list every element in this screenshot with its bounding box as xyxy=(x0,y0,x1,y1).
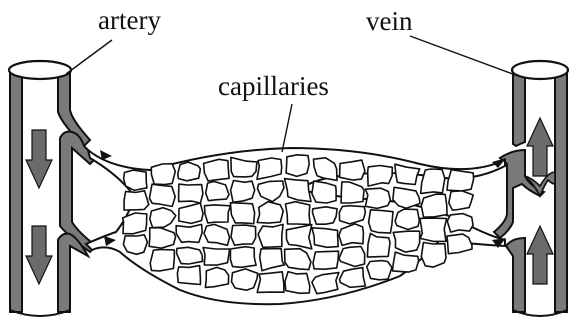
capillary-cell xyxy=(447,214,473,233)
capillary-cell xyxy=(421,194,447,217)
capillary-cell xyxy=(367,261,392,280)
capillary-cell xyxy=(340,268,366,288)
capillary-cell xyxy=(420,218,447,241)
capillary-cell xyxy=(395,209,419,229)
capillary-cell xyxy=(285,272,310,294)
capillaries-label: capillaries xyxy=(218,71,329,101)
vein-leader-line xyxy=(410,36,518,76)
artery-label: artery xyxy=(98,5,161,35)
capillary-cell xyxy=(421,169,445,193)
capillary-cell xyxy=(286,155,309,177)
arrow-down-icon xyxy=(26,130,52,188)
capillary-cell xyxy=(393,187,420,208)
vein-left-wall-lower xyxy=(506,238,525,312)
capillary-cell xyxy=(230,247,256,268)
capillary-cell xyxy=(340,160,365,180)
capillary-cell xyxy=(124,170,147,190)
capillary-cell xyxy=(367,233,390,257)
capillary-cell xyxy=(369,210,393,233)
capillary-cell xyxy=(230,203,254,224)
capillary-cell xyxy=(123,235,147,255)
capillary-cell xyxy=(150,250,174,271)
capillary-cell xyxy=(449,191,473,210)
artery-leader-line xyxy=(66,40,112,74)
capillary-cell xyxy=(258,224,283,247)
arrow-down-icon xyxy=(26,226,52,284)
capillary-cell xyxy=(447,170,474,191)
capillary-cell xyxy=(149,184,175,206)
capillary-cell xyxy=(286,202,311,225)
capillary-cell xyxy=(177,266,200,285)
capillary-cell xyxy=(177,247,203,264)
capillary-cell xyxy=(231,181,255,203)
capillary-cell xyxy=(124,191,149,210)
capillary-cell xyxy=(178,162,201,181)
vein-label: vein xyxy=(366,6,413,36)
vein-vessel xyxy=(494,61,568,316)
capillary-cell xyxy=(205,205,231,223)
capillary-cell xyxy=(179,184,203,203)
artery-vessel xyxy=(9,61,96,316)
capillary-cell xyxy=(313,207,338,224)
arrow-up-icon xyxy=(527,118,553,176)
labels: artery vein capillaries xyxy=(66,5,518,152)
flow-arrowhead-icon xyxy=(100,150,112,160)
capillary-cell xyxy=(365,188,390,208)
capillary-cell xyxy=(205,267,228,287)
capillary-cell xyxy=(312,181,336,203)
capillary-network xyxy=(86,148,506,304)
artery-left-wall xyxy=(10,72,22,312)
capillary-cell xyxy=(203,248,230,266)
capillary-cell xyxy=(232,269,258,290)
capillary-cell xyxy=(206,182,229,201)
capillary-cell xyxy=(341,182,364,203)
capillary-cell xyxy=(204,159,230,181)
vein-right-wall xyxy=(555,72,567,312)
vein-top-opening xyxy=(512,61,568,79)
capillary-cell xyxy=(151,164,175,185)
artery-top-opening xyxy=(9,61,71,79)
capillary-cell xyxy=(123,213,147,234)
capillary-cell xyxy=(312,228,338,248)
capillary-cell xyxy=(313,251,339,269)
capillaries-leader-line xyxy=(282,104,292,152)
capillary-cell xyxy=(447,234,472,254)
vein-left-wall-upper xyxy=(513,72,525,146)
arrow-up-icon xyxy=(527,226,553,284)
capillary-cell xyxy=(368,166,393,187)
capillary-cell xyxy=(176,224,202,242)
capillary-cell xyxy=(421,243,446,268)
capillary-cell xyxy=(231,225,256,245)
capillary-cell xyxy=(257,272,284,293)
capillary-cell xyxy=(393,231,420,252)
